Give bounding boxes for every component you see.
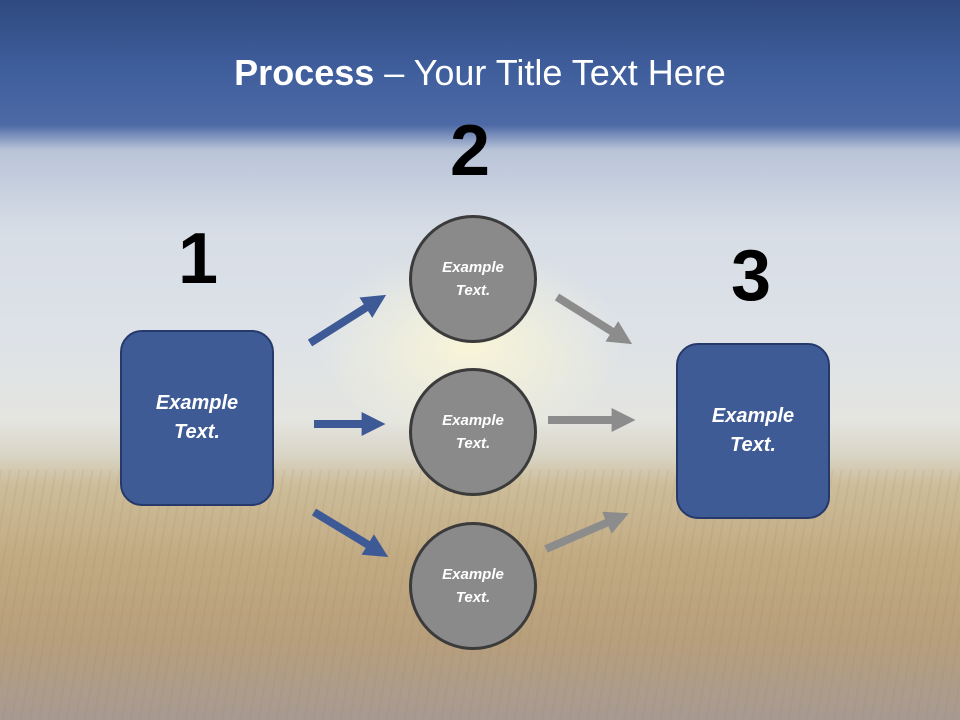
step-2-circle-bottom: Example Text. (409, 522, 537, 650)
step-2-circle-top: Example Text. (409, 215, 537, 343)
step-2-circle-middle-text: Example Text. (442, 412, 504, 452)
title-rest: – Your Title Text Here (374, 52, 726, 93)
step-1-box: Example Text. (120, 330, 274, 506)
arrow-bottom-to-3 (544, 511, 629, 553)
arrow-1-to-bottom (311, 508, 389, 557)
step-1-text: Example Text. (155, 392, 239, 443)
arrow-top-to-3 (554, 293, 633, 345)
step-3-text: Example Text. (711, 405, 795, 456)
step-2-circle-middle: Example Text. (409, 368, 537, 496)
step-number-2: 2 (450, 111, 491, 191)
step-number-3: 3 (731, 236, 772, 316)
step-number-1: 1 (178, 219, 219, 299)
step-2-circle-bottom-text: Example Text. (442, 566, 504, 606)
title-bold: Process (234, 52, 375, 93)
arrow-1-to-top (307, 294, 387, 347)
slide-title: Process – Your Title Text Here (0, 52, 960, 94)
step-2-circle-top-text: Example Text. (442, 259, 504, 299)
step-3-box: Example Text. (676, 343, 830, 519)
